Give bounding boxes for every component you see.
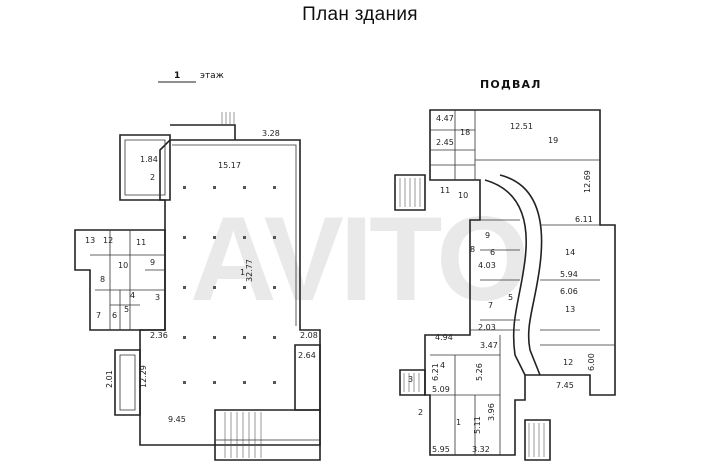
basement-dim: 5.94 (560, 270, 578, 279)
floor1-room: 3 (155, 293, 160, 302)
floor1-plan: 1 этаж (74, 71, 321, 461)
floor1-room: 10 (118, 261, 128, 270)
floor1-room: 9 (150, 258, 155, 267)
basement-dim: 7.45 (556, 381, 574, 390)
basement-room: 5 (508, 293, 513, 302)
basement-dim: 6.00 (587, 353, 596, 371)
floor1-dim: 12.29 (139, 365, 148, 388)
basement-room: 13 (565, 305, 575, 314)
basement-dim: 3.96 (487, 403, 496, 421)
basement-room: 8 (470, 245, 475, 254)
basement-dim: 3.47 (480, 341, 498, 350)
floor1-room: 2 (150, 173, 155, 182)
basement-dim: 5.95 (432, 445, 450, 454)
floor1-number: 1 (174, 71, 180, 81)
floor1-dim: 2.64 (298, 351, 316, 360)
basement-dim: 12.69 (583, 170, 592, 193)
basement-dim: 4.47 (436, 114, 454, 123)
floor1-heading: этаж (200, 71, 224, 81)
floor1-dim: 2.36 (150, 331, 168, 340)
basement-plan: ПОДВАЛ 4.47 12.51 2.45 (394, 78, 616, 461)
basement-dim: 2.45 (436, 138, 454, 147)
floor1-dim: 2.08 (300, 331, 318, 340)
basement-room: 12 (563, 358, 573, 367)
basement-room: 6 (490, 248, 495, 257)
basement-room: 3 (408, 375, 413, 384)
floor1-room: 4 (130, 291, 135, 300)
floor1-room: 6 (112, 311, 117, 320)
basement-room: 9 (485, 231, 490, 240)
floor1-room: 7 (96, 311, 101, 320)
basement-dim: 6.06 (560, 287, 578, 296)
floor1-dim: 15.17 (218, 161, 241, 170)
basement-dim: 4.94 (435, 333, 453, 342)
watermark: AVITO (190, 192, 526, 326)
floor1-room: 8 (100, 275, 105, 284)
basement-dim: 6.21 (431, 363, 440, 381)
floor1-dim: 32.77 (245, 259, 254, 282)
basement-room: 19 (548, 136, 558, 145)
floor1-room: 11 (136, 238, 146, 247)
basement-room: 1 (456, 418, 461, 427)
basement-dim: 5.09 (432, 385, 450, 394)
basement-dim: 4.03 (478, 261, 496, 270)
basement-room: 11 (440, 186, 450, 195)
basement-room: 7 (488, 301, 493, 310)
basement-heading: ПОДВАЛ (480, 78, 542, 91)
basement-dim: 5.11 (473, 416, 482, 434)
basement-dim: 3.32 (472, 445, 490, 454)
basement-dim: 2.03 (478, 323, 496, 332)
page-title: План здания (302, 4, 418, 25)
floor1-room: 1 (240, 268, 245, 277)
floor1-dim: 2.01 (105, 370, 114, 388)
basement-room: 18 (460, 128, 470, 137)
basement-room: 4 (440, 361, 445, 370)
basement-room: 10 (458, 191, 468, 200)
floor1-room: 5 (124, 305, 129, 314)
basement-dim: 12.51 (510, 122, 533, 131)
floor1-room: 13 (85, 236, 95, 245)
floor1-dim: 3.28 (262, 129, 280, 138)
basement-room: 14 (565, 248, 575, 257)
basement-room: 2 (418, 408, 423, 417)
basement-dim: 5.26 (475, 363, 484, 381)
floor1-dim: 9.45 (168, 415, 186, 424)
basement-dim: 6.11 (575, 215, 593, 224)
floor1-dim: 1.84 (140, 155, 158, 164)
floor1-room: 12 (103, 236, 113, 245)
